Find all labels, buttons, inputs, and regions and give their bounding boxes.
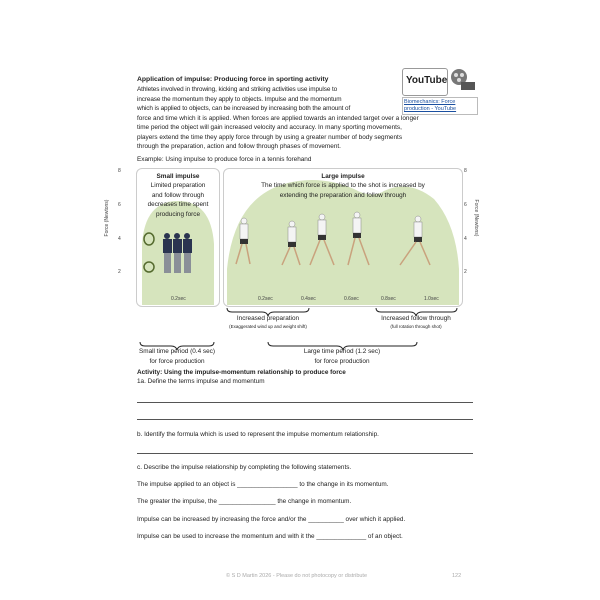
small-impulse-title: Small impulse bbox=[156, 173, 200, 180]
desc-line: extending the preparation and follow thr… bbox=[279, 191, 407, 199]
large-impulse-panel: Large impulse The time which force is ap… bbox=[223, 168, 463, 307]
period-line: for force production bbox=[314, 357, 370, 365]
paragraph-line: Athletes involved in throwing, kicking a… bbox=[137, 86, 338, 93]
small-time-period-label: Small time period (0.4 sec) for force pr… bbox=[127, 347, 227, 366]
follow-subtitle: (full rotation through shot) bbox=[390, 323, 442, 329]
period-line: Small time period (0.4 sec) bbox=[138, 348, 215, 355]
axis-tick-left: 2 bbox=[118, 269, 121, 275]
fill-in-statement[interactable]: The greater the impulse, the ___________… bbox=[137, 498, 352, 505]
desc-line: decreases time spent bbox=[147, 201, 209, 208]
axis-tick-left: 6 bbox=[118, 202, 121, 208]
answer-line[interactable] bbox=[137, 402, 473, 403]
time-tick: 0.6sec bbox=[344, 296, 359, 302]
time-brackets bbox=[139, 307, 458, 350]
small-impulse-area bbox=[142, 201, 214, 305]
desc-line: Limited preparation bbox=[150, 182, 206, 189]
paragraph-line: which is applied to objects, can be incr… bbox=[137, 105, 351, 112]
fill-in-statement[interactable]: The impulse applied to an object is ____… bbox=[137, 481, 389, 488]
fill-in-statement[interactable]: Impulse can be used to increase the mome… bbox=[137, 533, 403, 540]
intro-paragraph: Athletes involved in throwing, kicking a… bbox=[137, 85, 419, 152]
fill-in-statement[interactable]: Impulse can be increased by increasing t… bbox=[137, 516, 406, 523]
axis-tick-left: 4 bbox=[118, 236, 121, 242]
follow-title: Increased follow through bbox=[381, 315, 451, 322]
time-tick: 0.8sec bbox=[381, 296, 396, 302]
answer-line[interactable] bbox=[137, 419, 473, 420]
footer-copyright: © S D Martin 2026 - Please do not photoc… bbox=[226, 573, 368, 579]
page-number: 122 bbox=[452, 573, 462, 579]
desc-line: The time which force is applied to the s… bbox=[261, 182, 425, 189]
y-axis-label-left: Force (Newtons) bbox=[104, 199, 110, 237]
prep-title: Increased preparation bbox=[236, 315, 300, 322]
prep-subtitle: (Exaggerated wind up and weight shift) bbox=[229, 323, 307, 329]
large-impulse-title: Large impulse bbox=[321, 173, 365, 180]
period-line: for force production bbox=[149, 357, 205, 365]
small-impulse-description: Limited preparation and follow through d… bbox=[137, 181, 219, 219]
increased-preparation-label: Increased preparation (Exaggerated wind … bbox=[218, 314, 318, 330]
y-axis-label-right: Force (Newtons) bbox=[473, 199, 479, 237]
period-line: Large time period (1.2 sec) bbox=[303, 348, 381, 355]
axis-tick-right: 2 bbox=[464, 269, 467, 275]
question-1a: 1a. Define the terms impulse and momentu… bbox=[137, 378, 265, 385]
time-tick: 0.2sec bbox=[171, 296, 186, 302]
desc-line: and follow through bbox=[151, 191, 205, 199]
axis-tick-right: 4 bbox=[464, 236, 467, 242]
activity-title: Activity: Using the impulse-momentum rel… bbox=[137, 369, 346, 376]
example-caption: Example: Using impulse to produce force … bbox=[137, 156, 312, 163]
time-tick: 0.4sec bbox=[301, 296, 316, 302]
time-tick: 0.2sec bbox=[258, 296, 273, 302]
small-impulse-panel: Small impulse Limited preparation and fo… bbox=[136, 168, 220, 307]
question-1c: c. Describe the impulse relationship by … bbox=[137, 464, 352, 471]
axis-tick-right: 6 bbox=[464, 202, 467, 208]
axis-tick-right: 8 bbox=[464, 168, 467, 174]
large-impulse-description: The time which force is applied to the s… bbox=[224, 181, 462, 200]
paragraph-line: time period the object will gain increas… bbox=[137, 124, 402, 131]
desc-line: producing force bbox=[155, 210, 201, 218]
large-time-period-label: Large time period (1.2 sec) for force pr… bbox=[292, 347, 392, 366]
large-impulse-area bbox=[227, 180, 459, 305]
paragraph-line: through the preparation, action and foll… bbox=[137, 143, 341, 150]
youtube-logo-text: YouTube bbox=[406, 75, 448, 86]
youtube-link-line[interactable]: production - YouTube bbox=[404, 106, 457, 112]
time-tick: 1.0sec bbox=[424, 296, 439, 302]
youtube-link[interactable]: Biomechanics: Force production - YouTube bbox=[402, 97, 478, 115]
paragraph-line: players extend the time they apply force… bbox=[137, 133, 403, 141]
answer-line[interactable] bbox=[137, 453, 473, 454]
youtube-link-line[interactable]: Biomechanics: Force bbox=[404, 99, 456, 105]
increased-follow-through-label: Increased follow through (full rotation … bbox=[366, 314, 466, 330]
paragraph-line: force and time which it is applied. When… bbox=[137, 114, 419, 122]
question-1b: b. Identify the formula which is used to… bbox=[137, 431, 379, 438]
section-heading: Application of impulse: Producing force … bbox=[137, 76, 329, 83]
film-reel-icon bbox=[451, 69, 475, 90]
paragraph-line: increase the momentum they apply to obje… bbox=[137, 95, 342, 103]
axis-tick-left: 8 bbox=[118, 168, 121, 174]
youtube-logo[interactable]: YouTube bbox=[402, 68, 448, 96]
